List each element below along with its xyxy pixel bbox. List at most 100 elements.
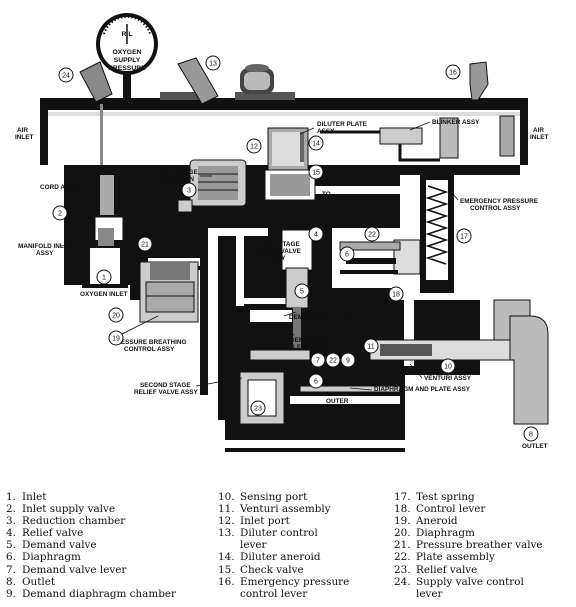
callout-markers: 24 13 16 12 14 15 3 2 4 22 17 6 21 1 18 … xyxy=(52,55,539,442)
label-pressure-breathing: PRESSURE BREATHING xyxy=(112,339,186,346)
callout-18: 18 xyxy=(388,286,404,302)
legend-item-continuation: lever xyxy=(240,539,267,552)
svg-text:16: 16 xyxy=(449,70,457,77)
label-first-stage-relief: FIRST STAGE xyxy=(258,241,301,248)
label-outer-diaphragm: OUTER xyxy=(326,398,349,405)
callout-14: 14 xyxy=(308,135,324,151)
svg-text:DIAPHRAGM: DIAPHRAGM xyxy=(318,405,357,412)
legend-item: 1.Inlet xyxy=(6,491,47,503)
legend-item: 10.Sensing port xyxy=(218,491,308,503)
legend-item: 20.Diaphragm xyxy=(394,527,475,540)
callout-2: 2 xyxy=(52,205,68,221)
label-diaphragm-plate: DIAPHRAGM AND PLATE ASSY xyxy=(374,386,471,393)
svg-text:17: 17 xyxy=(460,234,468,241)
legend-item: 6.Diaphragm xyxy=(6,551,81,564)
svg-text:10: 10 xyxy=(444,364,452,371)
first-stage-reduction xyxy=(177,159,247,213)
callout-13: 13 xyxy=(205,55,221,71)
svg-text:6: 6 xyxy=(345,252,349,259)
svg-text:9: 9 xyxy=(346,358,350,365)
callout-21: 21 xyxy=(137,236,153,252)
label-venturi-assy: VENTURI ASSY xyxy=(424,375,472,382)
legend-column-2: 10.Sensing port 11.Venturi assembly 12.I… xyxy=(218,491,388,600)
callout-6b: 6 xyxy=(308,373,324,389)
svg-text:INLET: INLET xyxy=(530,134,549,141)
label-oxygen-inlet: OXYGEN INLET xyxy=(80,291,128,298)
label-demand-valve-assy: DEMAND VALVE ASSY xyxy=(289,314,359,321)
svg-text:24: 24 xyxy=(62,73,70,80)
label-to: TO xyxy=(322,191,331,198)
svg-text:18: 18 xyxy=(392,292,400,299)
callout-10: 10 xyxy=(440,358,456,374)
legend-item: 16.Emergency pressure xyxy=(218,575,350,588)
svg-text:CONTROL ASSY: CONTROL ASSY xyxy=(470,205,521,212)
svg-text:8: 8 xyxy=(529,432,533,439)
diluter-control-lever xyxy=(177,57,219,105)
control-lever-assy xyxy=(339,241,401,274)
parts-legend: 1.Inlet 2.Inlet supply valve 3.Reduction… xyxy=(6,491,572,605)
svg-text:20: 20 xyxy=(112,313,120,320)
gauge-title-line3: PRESSURE xyxy=(108,65,146,72)
callout-22a: 22 xyxy=(364,226,380,242)
svg-text:12: 12 xyxy=(250,144,258,151)
label-emergency-pressure: EMERGENCY PRESSURE xyxy=(460,198,539,205)
legend-item: 12.Inlet port xyxy=(218,515,290,528)
legend-item: 5.Demand valve xyxy=(6,539,97,552)
emergency-control-lever xyxy=(469,61,489,101)
legend-item: 21.Pressure breather valve xyxy=(394,539,543,552)
callout-8: 8 xyxy=(523,426,539,442)
svg-text:INLET: INLET xyxy=(15,134,34,141)
regulator-cutaway-diagram: R L OXYGEN SUPPLY PRESSURE xyxy=(15,13,549,452)
gauge-scale-letters: R L xyxy=(122,31,133,38)
label-second-stage-relief: SECOND STAGE xyxy=(140,382,191,389)
svg-text:RELIEF VALVE ASSY: RELIEF VALVE ASSY xyxy=(134,389,199,396)
pressure-breathing-control xyxy=(139,261,199,323)
component-labels: AIR INLET AIR INLET CORD ASSY FIRST STAG… xyxy=(15,119,549,450)
label-air-inlet-left: AIR xyxy=(17,127,28,134)
svg-text:22: 22 xyxy=(368,232,376,239)
legend-item: 3.Reduction chamber xyxy=(6,515,126,528)
callout-16: 16 xyxy=(445,64,461,80)
diluter-plate-assy xyxy=(264,127,316,201)
svg-text:11: 11 xyxy=(367,344,374,351)
callout-4: 4 xyxy=(308,226,324,242)
callout-22b: 22 xyxy=(325,352,341,368)
blinker-assy xyxy=(320,115,515,162)
top-knob xyxy=(240,64,274,94)
oxygen-pressure-gauge: R L OXYGEN SUPPLY PRESSURE xyxy=(96,13,158,110)
callout-24: 24 xyxy=(58,67,74,83)
svg-text:ASSY: ASSY xyxy=(36,250,54,257)
emergency-pressure-control xyxy=(393,175,454,293)
label-manifold-inlet: MANIFOLD INLET xyxy=(18,243,72,250)
svg-text:13: 13 xyxy=(209,61,217,68)
label-cord-assy: CORD ASSY xyxy=(40,184,78,191)
legend-item: 17.Test spring xyxy=(394,491,475,503)
label-demand-valve-lever: DEMAND VALVE xyxy=(290,337,341,344)
svg-text:ASSY: ASSY xyxy=(317,128,335,135)
svg-text:7: 7 xyxy=(316,358,320,365)
svg-text:REDUCTION: REDUCTION xyxy=(156,176,194,183)
svg-text:19: 19 xyxy=(112,336,120,343)
svg-text:15: 15 xyxy=(312,170,320,177)
legend-item: 8.Outlet xyxy=(6,575,56,588)
label-blinker-assy: BLINKER ASSY xyxy=(432,119,480,126)
svg-text:14: 14 xyxy=(312,141,320,148)
top-cover xyxy=(40,92,528,174)
legend-item: 7.Demand valve lever xyxy=(6,563,127,576)
legend-item: 15.Check valve xyxy=(218,563,304,576)
callout-5: 5 xyxy=(294,283,310,299)
svg-text:23: 23 xyxy=(254,406,262,413)
callout-6a: 6 xyxy=(339,246,355,262)
legend-item: 22.Plate assembly xyxy=(394,551,495,564)
supply-valve-lever xyxy=(79,61,113,103)
callout-7: 7 xyxy=(310,352,326,368)
legend-item-continuation: lever xyxy=(416,587,443,600)
svg-text:5: 5 xyxy=(300,289,304,296)
callout-19: 19 xyxy=(108,330,124,346)
gauge-title-line1: OXYGEN xyxy=(112,49,141,56)
second-stage-relief-valve xyxy=(239,371,285,425)
callout-23: 23 xyxy=(250,400,266,416)
legend-column-3: 17.Test spring 18.Control lever 19.Anero… xyxy=(394,491,572,600)
legend-column-1: 1.Inlet 2.Inlet supply valve 3.Reduction… xyxy=(6,491,216,600)
svg-text:6: 6 xyxy=(314,379,318,386)
